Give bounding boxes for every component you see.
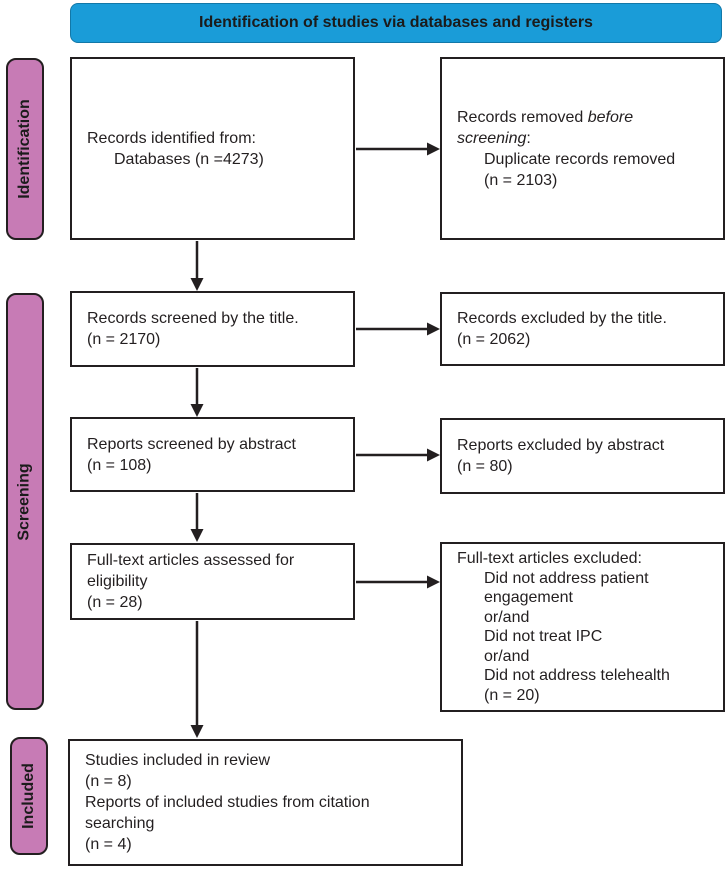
box-reports-excluded-abstract: Reports excluded by abstract (n = 80)	[440, 418, 725, 494]
stage-screening-text: Screening	[16, 462, 34, 541]
box-text-line: screening:	[457, 129, 531, 147]
box-text-line: (n = 4)	[85, 836, 132, 853]
box-studies-included: Studies included in review (n = 8) Repor…	[68, 739, 463, 866]
box-records-excluded-title: Records excluded by the title. (n = 2062…	[440, 292, 725, 366]
arrow-screened-title-to-excluded-title	[356, 322, 440, 336]
arrow-identified-to-screened-title	[190, 241, 204, 291]
box-text-line: Reports of included studies from citatio…	[85, 794, 370, 811]
box-text-line: Duplicate records removed	[484, 150, 676, 168]
box-fulltext-assessed: Full-text articles assessed for eligibil…	[70, 543, 355, 620]
box-text-line: (n = 28)	[87, 594, 143, 611]
stage-label-screening: Screening	[6, 293, 44, 710]
box-text-line: Did not address patient	[484, 569, 649, 587]
arrow-screened-abstract-to-excluded-abstract	[356, 448, 440, 462]
box-text-line: eligibility	[87, 573, 148, 590]
box-text-line: (n = 108)	[87, 456, 152, 474]
stage-included-text: Included	[20, 763, 37, 829]
box-text-line: Full-text articles assessed for	[87, 552, 295, 569]
stage-label-included: Included	[10, 737, 48, 855]
diagram-title-banner: Identification of studies via databases …	[70, 3, 722, 43]
box-text-line: Records excluded by the title.	[457, 310, 667, 327]
box-records-identified: Records identified from: Databases (n =4…	[70, 57, 355, 240]
box-text-line: engagement	[484, 589, 573, 606]
box-records-screened-title: Records screened by the title. (n = 2170…	[70, 291, 355, 367]
arrow-identified-to-removed	[356, 142, 440, 156]
arrow-screened-title-to-screened-abstract	[190, 368, 204, 417]
box-text-line: Records screened by the title.	[87, 310, 299, 327]
box-text-line: (n = 20)	[484, 686, 540, 704]
arrow-screened-abstract-to-fulltext	[190, 493, 204, 542]
box-text-line: (n = 8)	[85, 773, 132, 790]
box-text-line: (n = 2103)	[484, 171, 558, 189]
box-text-line: Reports screened by abstract	[87, 435, 296, 453]
diagram-title: Identification of studies via databases …	[199, 14, 593, 31]
stage-identification-text: Identification	[16, 99, 33, 199]
box-text-line: Did not address telehealth	[484, 667, 670, 684]
arrow-fulltext-to-fulltext-excluded	[356, 575, 440, 589]
box-text-line: (n = 2170)	[87, 331, 161, 348]
box-text-line: Records removed before	[457, 108, 634, 126]
arrow-fulltext-to-included	[190, 621, 204, 738]
box-fulltext-excluded: Full-text articles excluded: Did not add…	[440, 542, 725, 712]
box-text-line: Reports excluded by abstract	[457, 437, 665, 454]
box-text-line: Databases (n =4273)	[114, 150, 264, 168]
box-records-removed: Records removed before screening: Duplic…	[440, 57, 725, 240]
box-text-line: Records identified from:	[87, 129, 256, 147]
box-text-line: Full-text articles excluded:	[457, 550, 642, 567]
stage-label-identification: Identification	[6, 58, 44, 240]
box-text-line: (n = 2062)	[457, 331, 531, 348]
box-text-line: (n = 80)	[457, 458, 513, 475]
box-text-line: searching	[85, 815, 155, 832]
box-reports-screened-abstract: Reports screened by abstract (n = 108)	[70, 417, 355, 492]
box-text-line: or/and	[484, 608, 530, 626]
box-text-line: Did not treat IPC	[484, 628, 603, 645]
box-text-line: Studies included in review	[85, 752, 270, 769]
box-text-line: or/and	[484, 647, 530, 665]
